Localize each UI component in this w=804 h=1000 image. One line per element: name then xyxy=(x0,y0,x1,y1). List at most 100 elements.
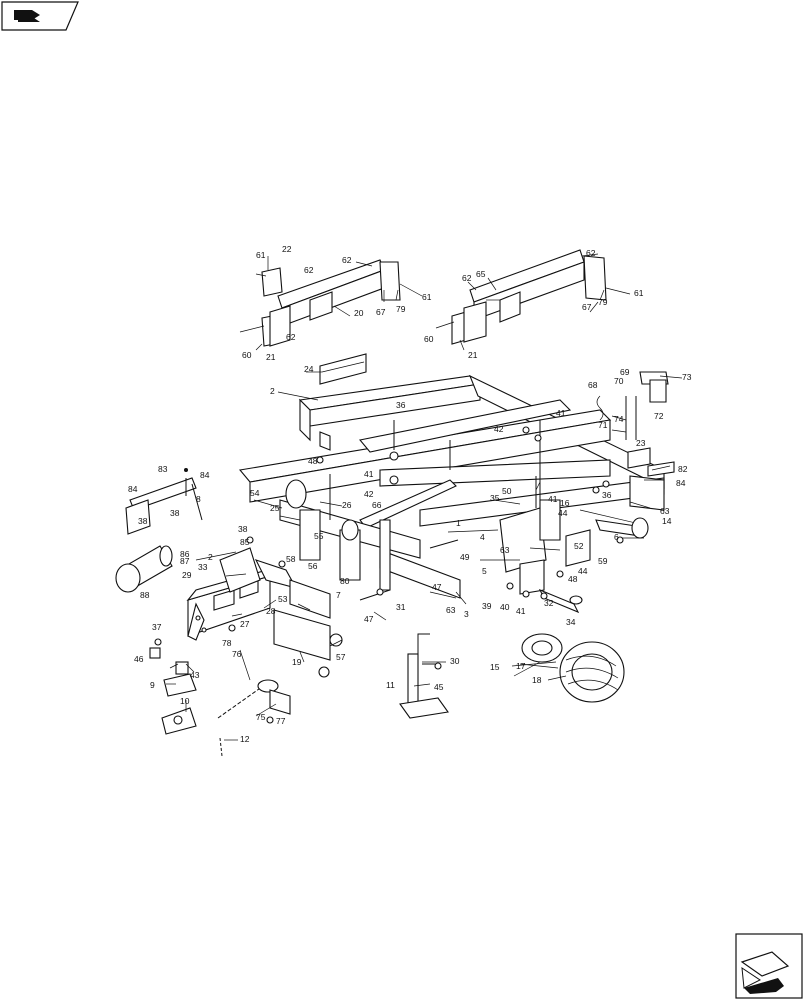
callout-26: 26 xyxy=(342,500,352,510)
callout-41: 41 xyxy=(364,469,374,479)
callout-21: 21 xyxy=(468,350,478,360)
leader-lines xyxy=(166,253,683,741)
callout-42: 42 xyxy=(364,489,374,499)
callout-47: 47 xyxy=(364,614,374,624)
callout-19: 19 xyxy=(292,657,302,667)
callout-29: 29 xyxy=(182,570,192,580)
callout-49: 49 xyxy=(460,552,470,562)
callout-38: 38 xyxy=(170,508,180,518)
callout-21: 21 xyxy=(266,352,276,362)
next-page-icon[interactable] xyxy=(735,933,803,999)
callout-48: 48 xyxy=(308,456,318,466)
callout-15: 15 xyxy=(490,662,500,672)
callout-62: 62 xyxy=(462,273,472,283)
callout-69: 69 xyxy=(620,367,630,377)
callout-28: 28 xyxy=(266,606,276,616)
callout-88: 88 xyxy=(140,590,150,600)
callout-62: 62 xyxy=(304,265,314,275)
jack-stand xyxy=(399,633,449,719)
callout-73: 73 xyxy=(682,372,692,382)
callout-8: 8 xyxy=(196,494,201,504)
hitch-assembly xyxy=(186,547,343,678)
callout-14: 14 xyxy=(662,516,672,526)
callout-7: 7 xyxy=(336,590,341,600)
callout-62: 62 xyxy=(286,332,296,342)
callout-78: 78 xyxy=(222,638,232,648)
callout-17: 17 xyxy=(516,661,526,671)
callout-52: 52 xyxy=(574,541,584,551)
hardware-bolts xyxy=(154,420,624,724)
safety-chain xyxy=(217,649,291,757)
hitch-clevis xyxy=(149,647,197,735)
callout-56: 56 xyxy=(308,561,318,571)
callout-12: 12 xyxy=(240,734,250,744)
callout-60: 60 xyxy=(242,350,252,360)
callout-70: 70 xyxy=(614,376,624,386)
callout-16: 16 xyxy=(560,498,570,508)
callout-32: 32 xyxy=(544,598,554,608)
callout-40: 40 xyxy=(500,602,510,612)
callout-55: 55 xyxy=(314,531,324,541)
callout-44: 44 xyxy=(558,508,568,518)
callout-61: 61 xyxy=(256,250,266,260)
callout-80: 80 xyxy=(340,576,350,586)
wing-bracket-right xyxy=(435,249,631,345)
callout-63: 63 xyxy=(500,545,510,555)
callout-37: 37 xyxy=(152,622,162,632)
callout-labels: 61 22 62 62 20 61 67 79 62 60 21 62 62 6… xyxy=(128,244,692,744)
callout-50: 50 xyxy=(502,486,512,496)
callout-67: 67 xyxy=(582,302,592,312)
callout-46: 46 xyxy=(134,654,144,664)
callout-39: 39 xyxy=(482,601,492,611)
callout-61: 61 xyxy=(422,292,432,302)
callout-84: 84 xyxy=(128,484,138,494)
callout-47: 47 xyxy=(432,582,442,592)
callout-67: 67 xyxy=(376,307,386,317)
callout-48: 48 xyxy=(568,574,578,584)
callout-60: 60 xyxy=(424,334,434,344)
callout-62: 62 xyxy=(342,255,352,265)
callout-53: 53 xyxy=(278,594,288,604)
callout-74: 74 xyxy=(614,414,624,424)
callout-5: 5 xyxy=(482,566,487,576)
callout-82: 82 xyxy=(678,464,688,474)
callout-75: 75 xyxy=(256,712,266,722)
callout-63: 63 xyxy=(446,605,456,615)
book-return-icon[interactable] xyxy=(1,1,79,31)
callout-44: 44 xyxy=(578,566,588,576)
callout-63: 63 xyxy=(660,506,670,516)
callout-11: 11 xyxy=(386,680,395,690)
spindle xyxy=(538,588,583,614)
callout-72: 72 xyxy=(654,411,664,421)
callout-84: 84 xyxy=(676,478,686,488)
callout-38: 38 xyxy=(138,516,148,526)
callout-59: 59 xyxy=(598,556,608,566)
callout-6: 6 xyxy=(614,532,619,542)
callout-3: 3 xyxy=(464,609,469,619)
callout-84: 84 xyxy=(200,470,210,480)
callout-25: 25 xyxy=(270,503,280,513)
callout-36: 36 xyxy=(396,400,406,410)
callout-9: 9 xyxy=(150,680,155,690)
callout-66: 66 xyxy=(372,500,382,510)
callout-54: 54 xyxy=(250,488,260,498)
smv-bracket xyxy=(596,371,669,440)
callout-41: 41 xyxy=(516,606,526,616)
callout-87: 87 xyxy=(180,556,190,566)
callout-43: 43 xyxy=(190,670,200,680)
callout-2: 2 xyxy=(208,552,213,562)
callout-77: 77 xyxy=(276,716,286,726)
callout-79: 79 xyxy=(598,297,608,307)
main-frame xyxy=(238,374,665,599)
callout-61: 61 xyxy=(634,288,644,298)
callout-85: 85 xyxy=(240,537,250,547)
callout-76: 76 xyxy=(232,649,242,659)
callout-31: 31 xyxy=(396,602,406,612)
callout-4: 4 xyxy=(480,532,485,542)
wing-bracket-left xyxy=(239,259,423,347)
callout-71: 71 xyxy=(598,420,608,430)
callout-68: 68 xyxy=(588,380,598,390)
callout-24: 24 xyxy=(304,364,314,374)
callout-10: 10 xyxy=(180,696,190,706)
